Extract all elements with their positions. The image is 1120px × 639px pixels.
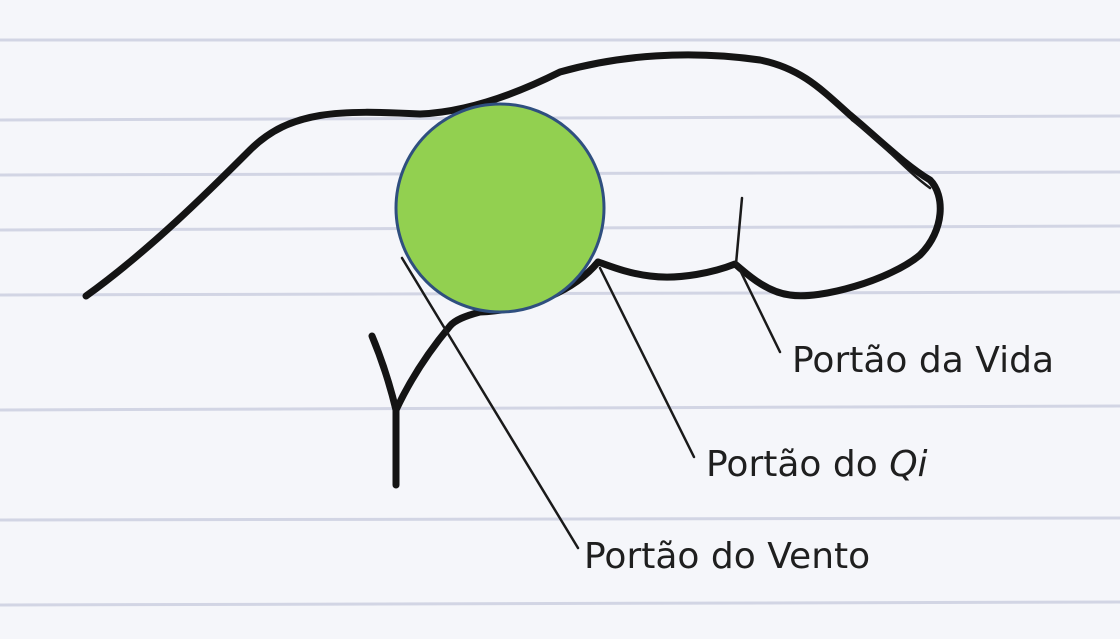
- green-circle-marker: [394, 102, 606, 314]
- qi-gate-label: Portão do Qi: [706, 444, 928, 485]
- foot-curl: [850, 118, 932, 190]
- qi-gate-leader: [598, 266, 696, 459]
- upper-body-leader: [734, 196, 744, 266]
- leg-branch: [368, 332, 400, 414]
- wind-gate-leader: [400, 256, 580, 550]
- qi-gate-label-prefix: Portão do: [706, 444, 889, 485]
- wind-gate-label: Portão do Vento: [584, 536, 870, 577]
- life-gate-leader: [735, 262, 782, 354]
- back-curve: [82, 51, 944, 300]
- qi-gate-label-italic: Qi: [889, 444, 927, 485]
- life-gate-label: Portão da Vida: [792, 340, 1054, 381]
